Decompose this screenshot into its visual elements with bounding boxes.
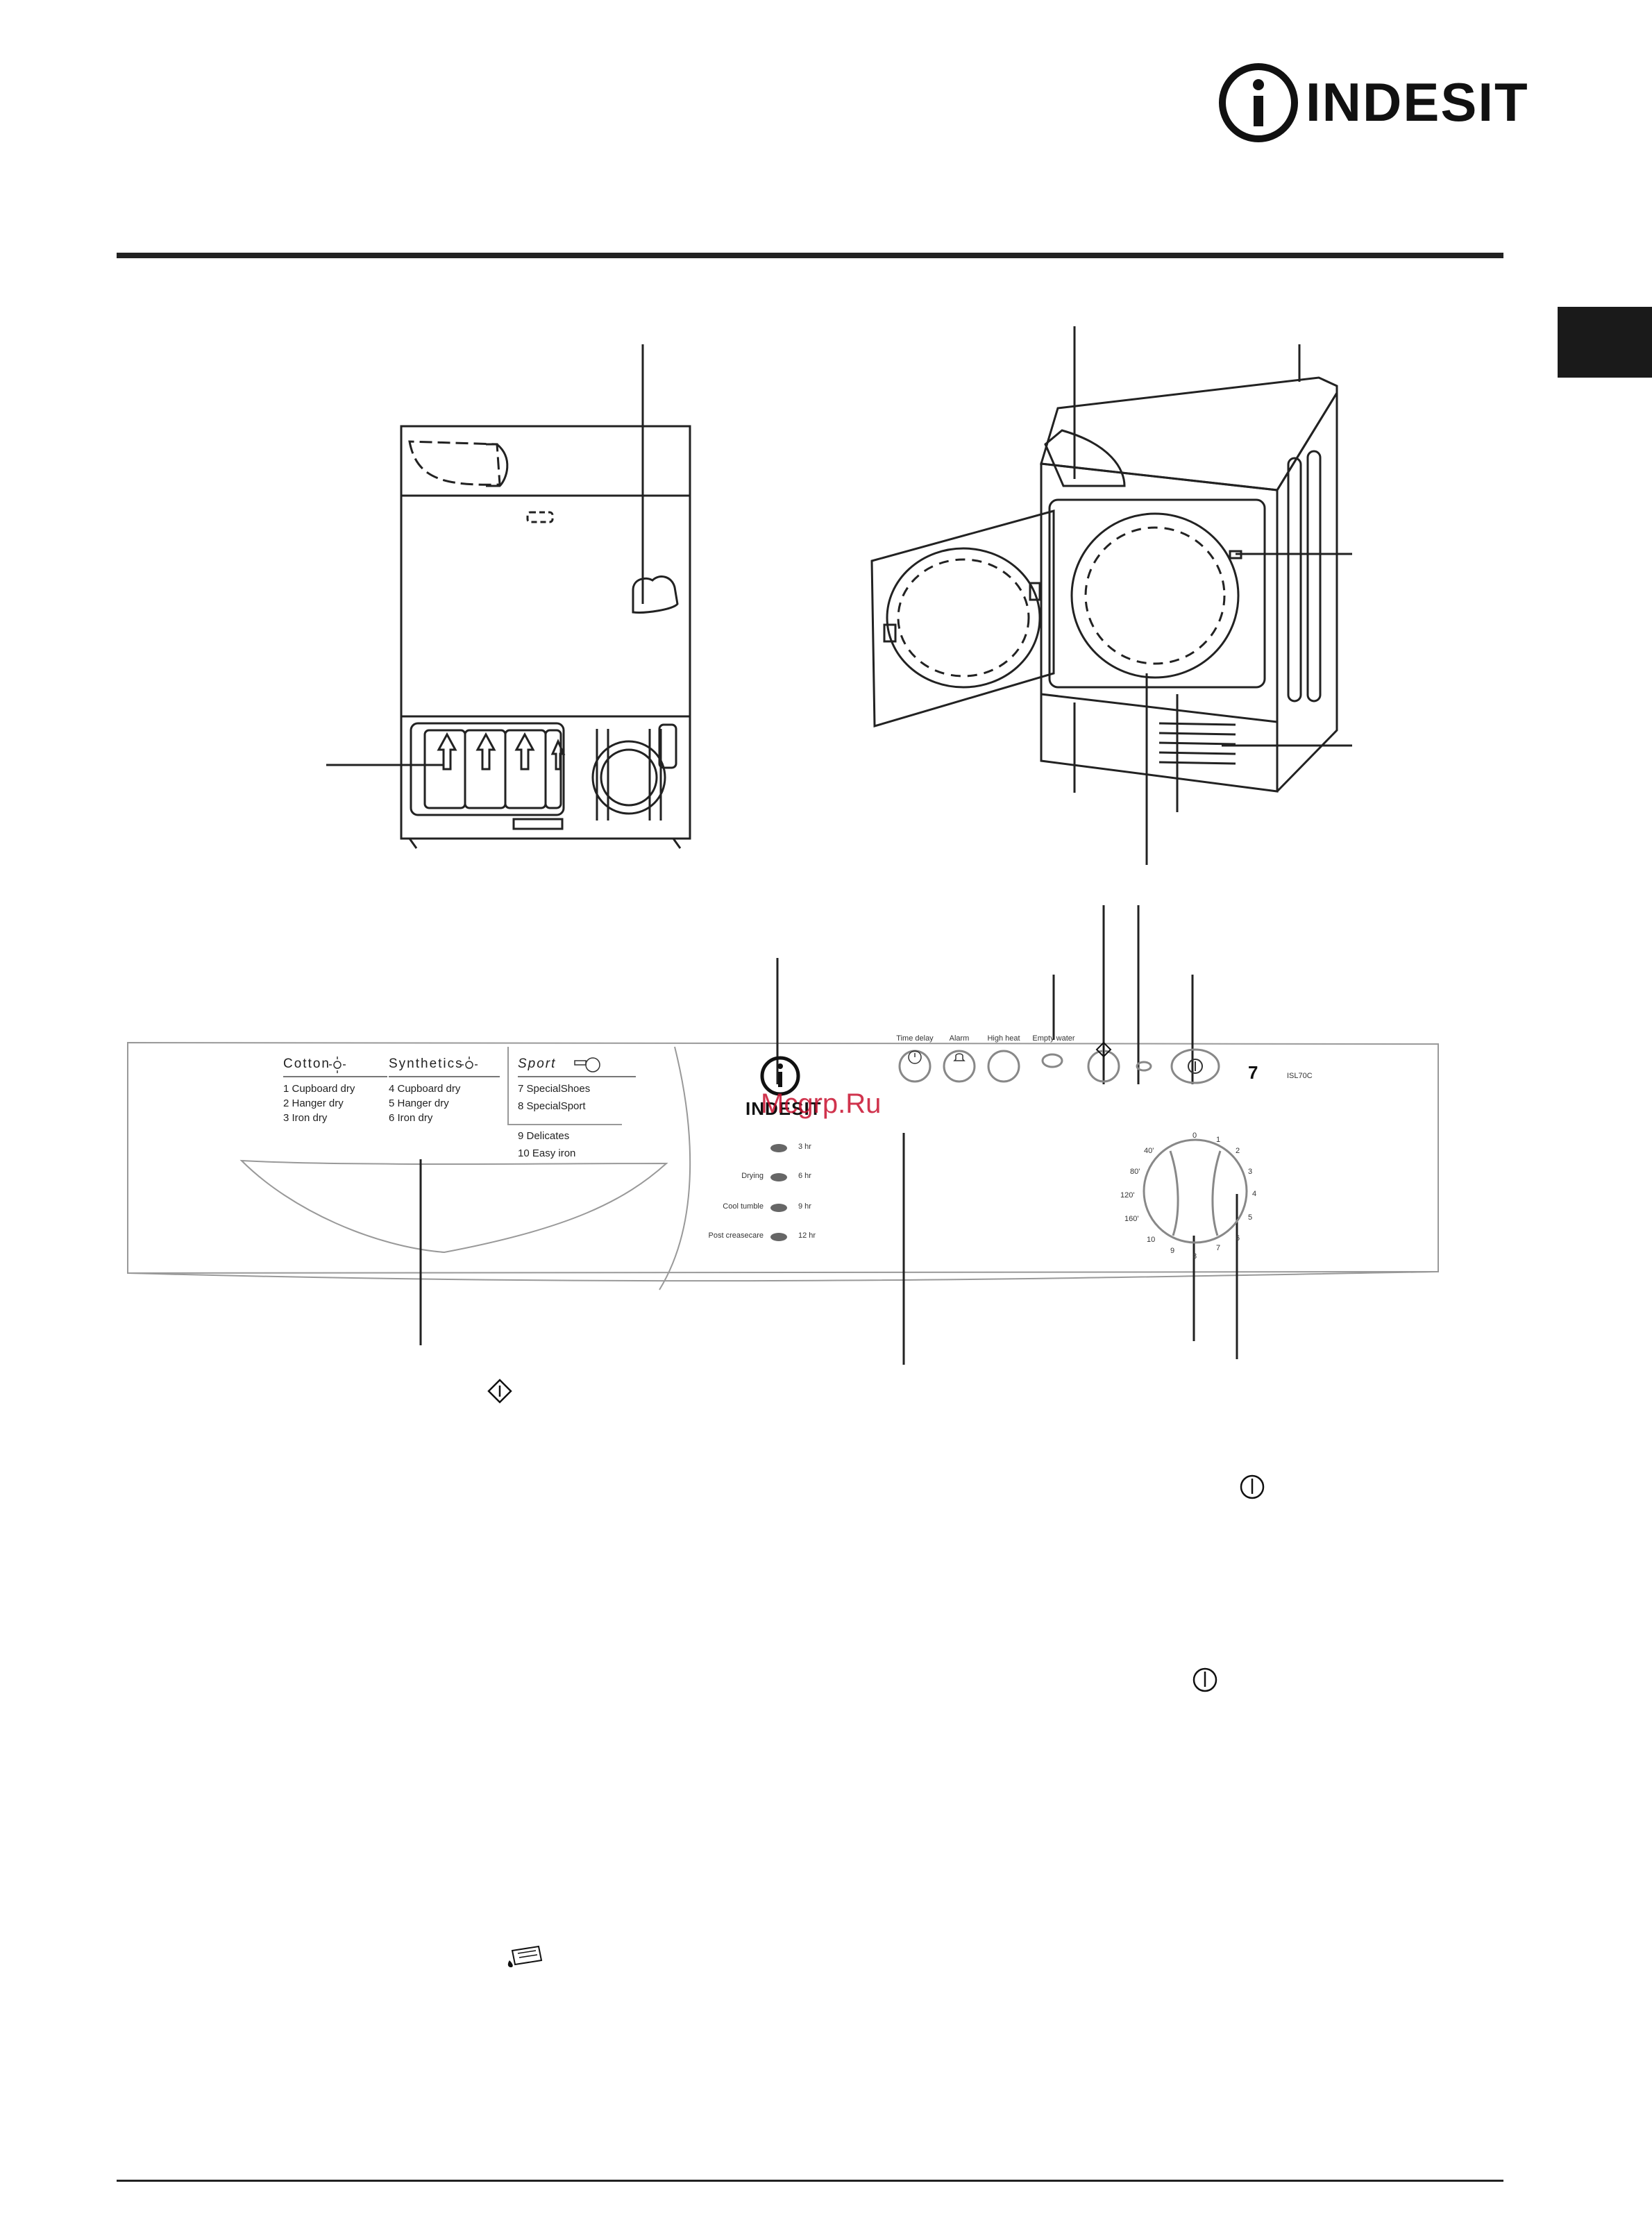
status-label: Cool tumble bbox=[723, 1202, 764, 1211]
status-label: Drying bbox=[741, 1172, 764, 1180]
program-item[interactable]: 5 Hanger dry bbox=[389, 1097, 449, 1109]
brand-logo: INDESIT bbox=[1218, 61, 1528, 144]
on-off-icon bbox=[1192, 1667, 1217, 1692]
program-group-synthetics: Synthetics 4 Cupboard dry 5 Hanger dry 6… bbox=[389, 1057, 500, 1124]
sun-icon bbox=[461, 1057, 478, 1069]
panel-logo-icon bbox=[760, 1056, 800, 1096]
dial-number: 4 bbox=[1252, 1190, 1257, 1198]
program-item[interactable]: 2 Hanger dry bbox=[283, 1097, 344, 1109]
status-label: Post creasecare bbox=[708, 1231, 764, 1240]
on-off-icon bbox=[1240, 1474, 1265, 1499]
dial-time: 160' bbox=[1124, 1215, 1139, 1223]
group-title: Synthetics bbox=[389, 1057, 464, 1071]
program-item[interactable]: 3 Iron dry bbox=[283, 1112, 328, 1124]
status-hours: 6 hr bbox=[798, 1172, 811, 1180]
bell-icon bbox=[953, 1053, 966, 1061]
dial-number: 10 bbox=[1147, 1236, 1156, 1244]
dial-number: 8 bbox=[1192, 1252, 1197, 1261]
status-hours: 9 hr bbox=[798, 1202, 811, 1211]
control-panel-outline bbox=[127, 905, 1439, 1365]
status-hours: 3 hr bbox=[798, 1143, 811, 1151]
dial-number: 9 bbox=[1170, 1247, 1175, 1255]
brand-wordmark: INDESIT bbox=[1306, 71, 1529, 133]
indesit-logo-icon bbox=[1219, 63, 1298, 142]
clock-icon bbox=[908, 1050, 922, 1064]
program-item[interactable]: 1 Cupboard dry bbox=[283, 1083, 355, 1095]
dial-time: 40' bbox=[1144, 1147, 1154, 1155]
start-pause-icon bbox=[1095, 1041, 1112, 1058]
time-delay-button-label[interactable]: Time delay bbox=[896, 1034, 934, 1043]
section-tab bbox=[1558, 307, 1652, 378]
dryer-open-illustration bbox=[870, 326, 1352, 865]
dial-number: 7 bbox=[1216, 1244, 1221, 1252]
dial-time: 80' bbox=[1130, 1168, 1140, 1176]
group-title: Sport bbox=[518, 1057, 557, 1071]
watermark: Mcgrp.Ru bbox=[761, 1088, 882, 1119]
dial-number: 3 bbox=[1248, 1168, 1253, 1176]
dial-number: 5 bbox=[1248, 1213, 1253, 1222]
empty-water-icon bbox=[507, 1945, 543, 1967]
on-off-icon[interactable] bbox=[1186, 1057, 1204, 1075]
high-heat-button-label[interactable]: High heat bbox=[987, 1034, 1020, 1043]
program-item[interactable]: 7 SpecialShoes bbox=[518, 1083, 591, 1095]
program-item[interactable]: 8 SpecialSport bbox=[518, 1100, 586, 1112]
program-item[interactable]: 10 Easy iron bbox=[518, 1147, 576, 1159]
load-capacity: 7 bbox=[1248, 1062, 1258, 1083]
empty-water-label: Empty water bbox=[1032, 1034, 1075, 1043]
dial-number: 2 bbox=[1236, 1147, 1240, 1155]
program-item[interactable]: 9 Delicates bbox=[518, 1130, 570, 1142]
panel-brand: INDESIT bbox=[745, 1098, 822, 1119]
sun-icon bbox=[329, 1057, 346, 1073]
program-item[interactable]: 4 Cupboard dry bbox=[389, 1083, 461, 1095]
program-group-cotton: Cotton 1 Cupboard dry 2 Hanger dry 3 Iro… bbox=[283, 1057, 387, 1124]
status-hours: 12 hr bbox=[798, 1231, 816, 1240]
alarm-button-label[interactable]: Alarm bbox=[949, 1034, 970, 1043]
program-extra: 9 Delicates 10 Easy iron bbox=[518, 1130, 636, 1159]
program-group-sport: Sport 7 SpecialShoes 8 SpecialSport bbox=[518, 1057, 636, 1112]
program-item[interactable]: 6 Iron dry bbox=[389, 1112, 433, 1124]
dial-number: 1 bbox=[1216, 1136, 1221, 1144]
start-pause-icon bbox=[487, 1379, 512, 1404]
model-number: ISL70C bbox=[1287, 1072, 1313, 1080]
shoe-icon bbox=[574, 1057, 600, 1072]
dial-number: 6 bbox=[1236, 1234, 1240, 1243]
footer-rule bbox=[117, 2180, 1503, 2182]
dryer-front-illustration bbox=[326, 344, 691, 849]
group-title: Cotton bbox=[283, 1057, 330, 1071]
dial-number: 0 bbox=[1192, 1131, 1197, 1140]
dial-time: 120' bbox=[1120, 1191, 1135, 1200]
header-rule bbox=[117, 253, 1503, 258]
